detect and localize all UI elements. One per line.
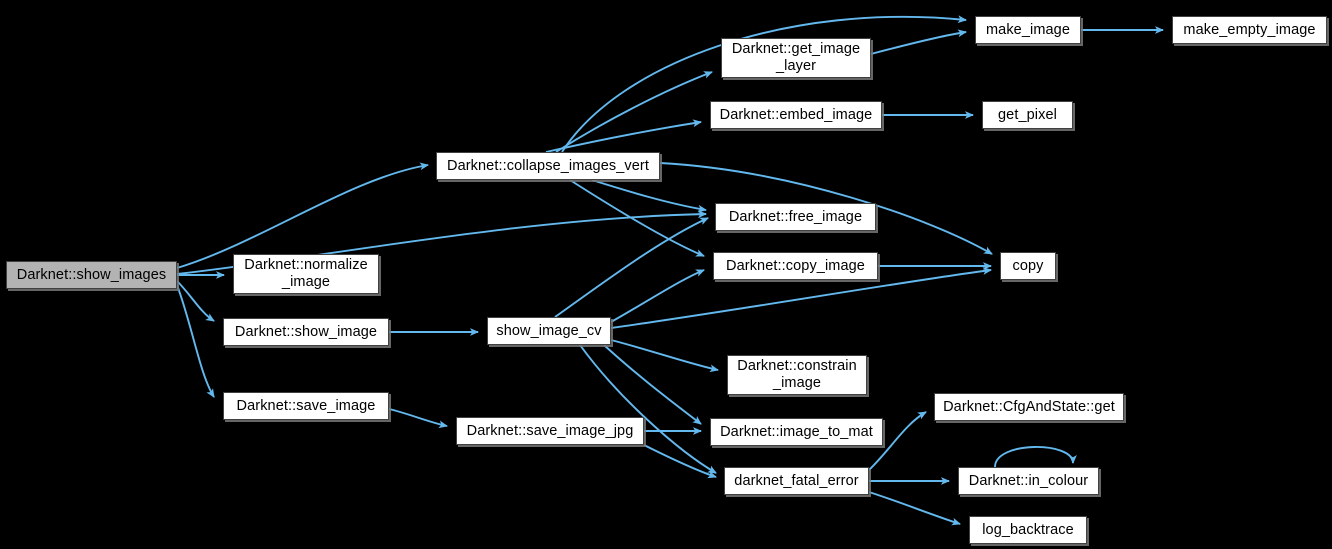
node-embed_image[interactable]: Darknet::embed_image [710, 101, 882, 129]
edge-show_image_cv-to-image_to_mat [603, 344, 702, 425]
node-copy_image[interactable]: Darknet::copy_image [713, 252, 878, 280]
edge-show_image_cv-to-copy_image [610, 269, 705, 323]
node-normalize_image[interactable]: Darknet::normalize _image [233, 254, 379, 294]
edge-show_image_cv-to-darknet_fatal_error [579, 344, 717, 474]
edge-darknet_fatal_error-to-log_backtrace [868, 491, 961, 526]
node-image_to_mat[interactable]: Darknet::image_to_mat [710, 418, 883, 446]
node-darknet_fatal_error[interactable]: darknet_fatal_error [724, 467, 869, 495]
edge-in_colour-to-in_colour [994, 446, 1077, 468]
edge-show_image_cv-to-free_image [554, 217, 709, 318]
node-show_image[interactable]: Darknet::show_image [223, 318, 389, 346]
edge-save_image_jpg-to-darknet_fatal_error [643, 444, 717, 479]
node-in_colour[interactable]: Darknet::in_colour [958, 467, 1099, 495]
node-copy[interactable]: copy [1000, 252, 1056, 280]
node-show_image_cv[interactable]: show_image_cv [487, 317, 611, 345]
node-save_image_jpg[interactable]: Darknet::save_image_jpg [456, 417, 644, 445]
node-show_images[interactable]: Darknet::show_images [6, 261, 177, 289]
edge-show_images-to-save_image [176, 284, 215, 398]
edge-get_image_layer-to-make_image [870, 29, 967, 55]
node-free_image[interactable]: Darknet::free_image [715, 203, 876, 231]
edge-save_image-to-save_image_jpg [388, 408, 448, 429]
node-get_image_layer[interactable]: Darknet::get_image _layer [721, 38, 871, 78]
node-save_image[interactable]: Darknet::save_image [223, 392, 389, 420]
node-get_pixel[interactable]: get_pixel [982, 101, 1073, 129]
node-make_empty_image[interactable]: make_empty_image [1172, 16, 1327, 44]
edge-collapse_images_vert-to-get_image_layer [555, 71, 713, 153]
node-make_image[interactable]: make_image [975, 16, 1081, 44]
edge-collapse_images_vert-to-embed_image [545, 119, 702, 153]
edge-show_images-to-collapse_images_vert [176, 162, 429, 269]
edge-collapse_images_vert-to-free_image [591, 179, 707, 213]
node-cfg_and_state_get[interactable]: Darknet::CfgAndState::get [934, 393, 1124, 421]
node-constrain_image[interactable]: Darknet::constrain _image [727, 355, 867, 395]
edge-collapse_images_vert-to-copy_image [569, 179, 705, 257]
edge-show_image_cv-to-constrain_image [610, 339, 719, 373]
edge-show_images-to-show_image [176, 280, 215, 322]
node-collapse_images_vert[interactable]: Darknet::collapse_images_vert [436, 152, 660, 180]
node-log_backtrace[interactable]: log_backtrace [969, 516, 1087, 544]
